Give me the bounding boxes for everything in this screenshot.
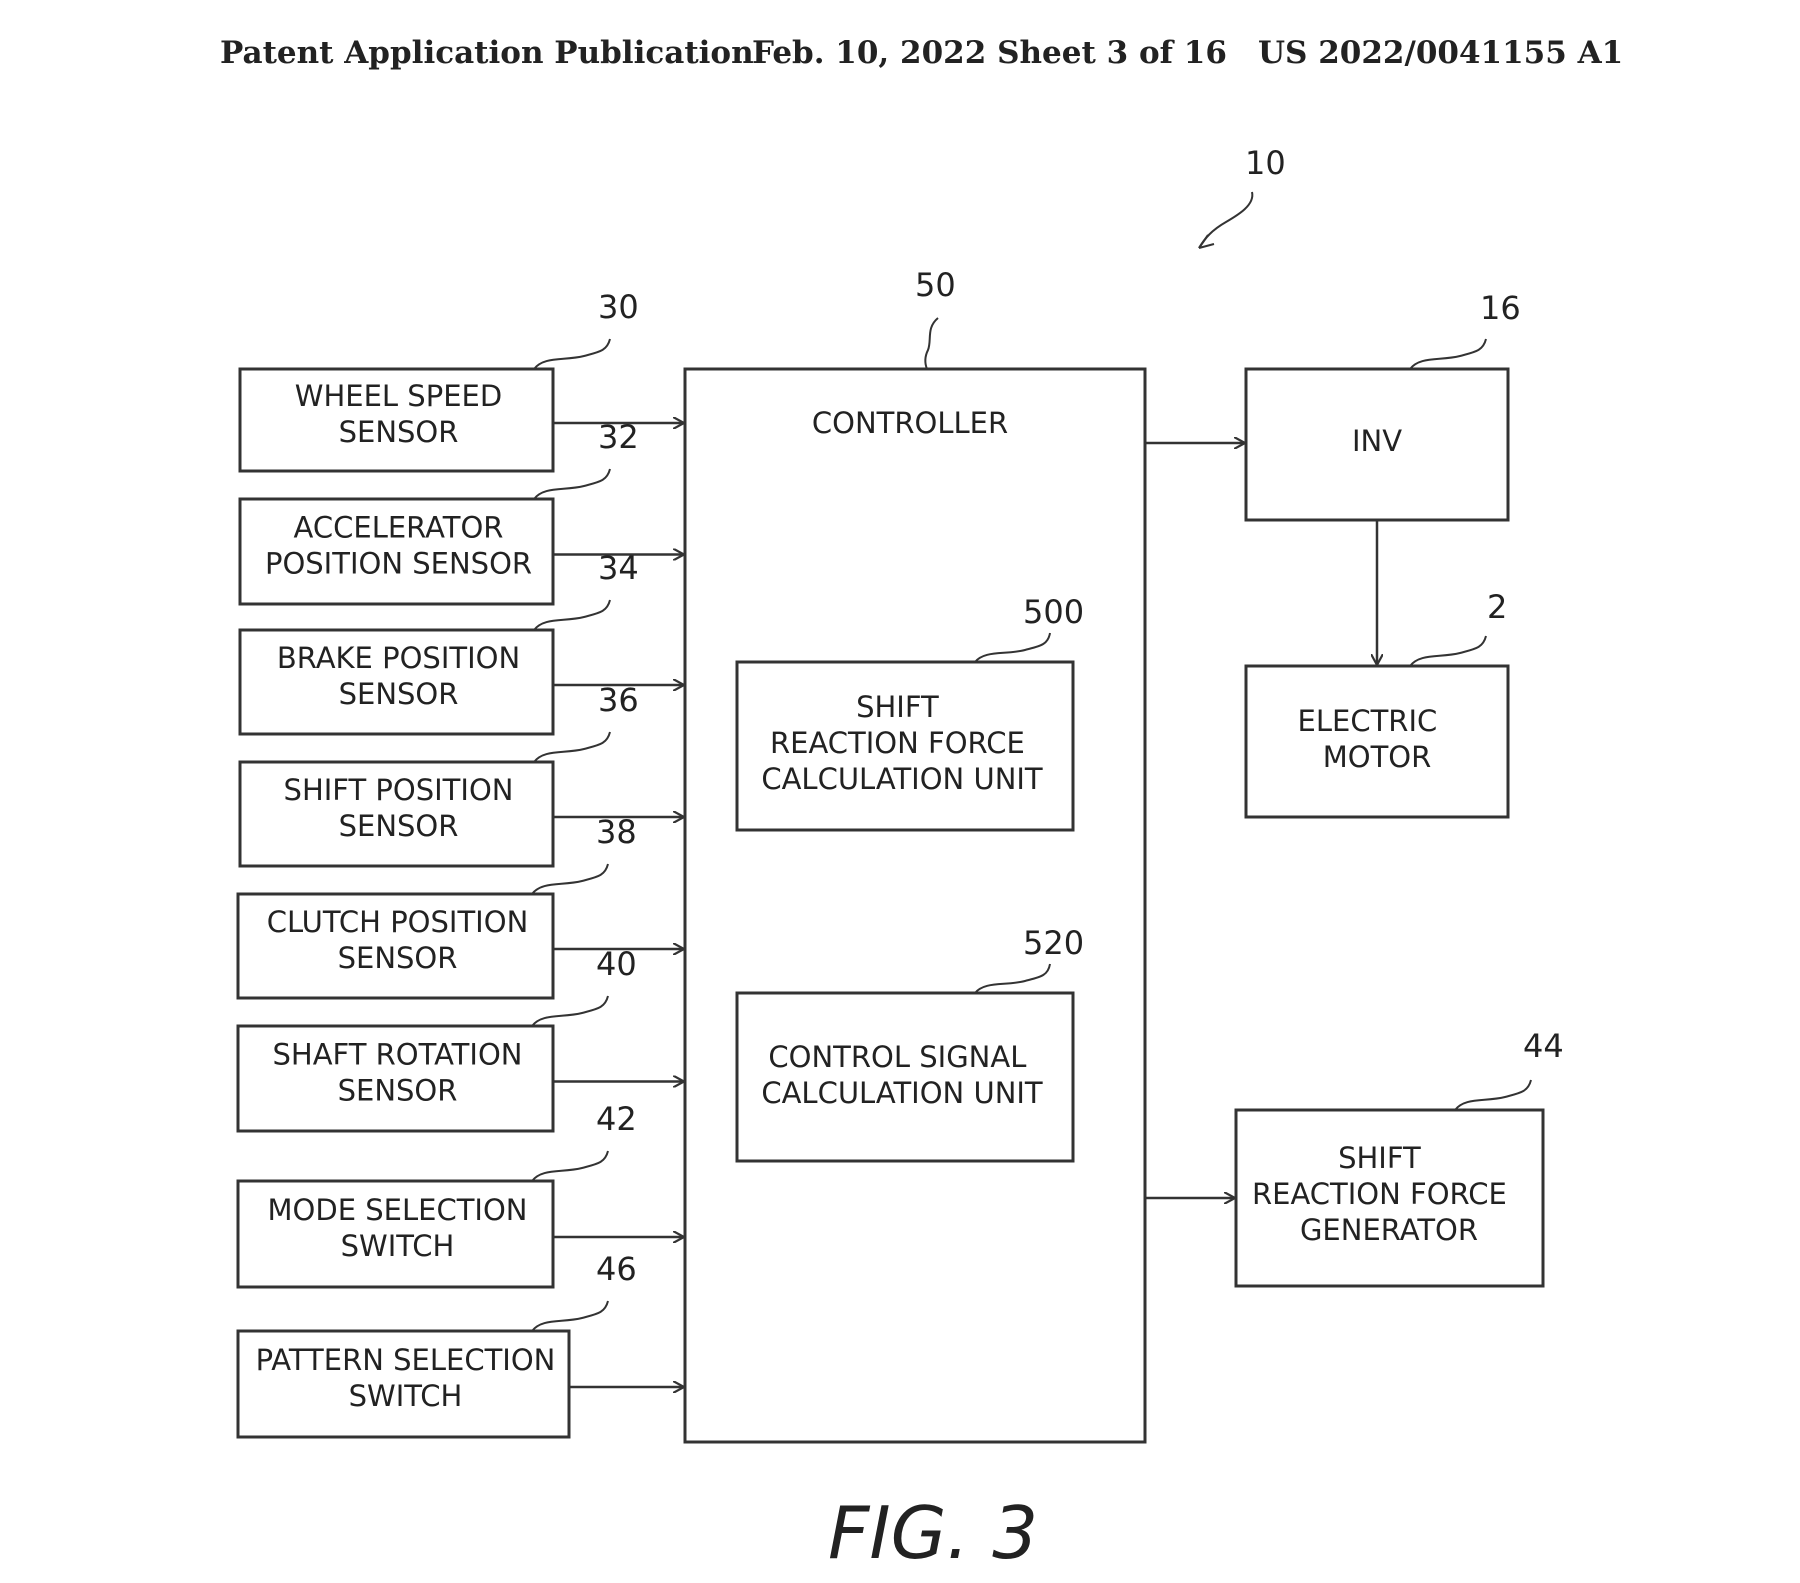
clutch-position-sensor-lead-line xyxy=(531,863,609,895)
shift-reaction-force-generator-box xyxy=(1234,1108,1545,1288)
controller-lead-line xyxy=(924,317,939,370)
control-signal-calculation-unit xyxy=(735,991,1075,1163)
unit-520-lead-line xyxy=(974,963,1051,994)
electric-motor-text: ELECTRIC MOTOR xyxy=(1298,704,1447,774)
generator-text: SHIFT REACTION FORCE GENERATOR xyxy=(1252,1141,1516,1247)
unit-520-text: CONTROL SIGNAL CALCULATION UNIT xyxy=(761,1040,1043,1110)
shaft-rotation-sensor-lead-line xyxy=(531,995,609,1027)
accelerator-position-sensor-box xyxy=(238,497,555,606)
ref-accelerator-position-sensor: 32 xyxy=(598,418,639,456)
controller-label: CONTROLLER xyxy=(812,406,1008,440)
ref-generator: 44 xyxy=(1523,1027,1564,1065)
brake-position-sensor-lead-line xyxy=(533,599,611,631)
unit-500-lead-line xyxy=(974,632,1051,663)
clutch-position-sensor-box xyxy=(236,892,555,1000)
ref-pattern-selection-switch: 46 xyxy=(596,1250,637,1288)
electric-motor-lead-line xyxy=(1409,635,1487,667)
ref-mode-selection-switch: 42 xyxy=(596,1100,637,1138)
mode-selection-switch-lead-line xyxy=(531,1150,609,1182)
inverter-lead-line xyxy=(1409,338,1487,370)
brake-position-sensor-box xyxy=(238,628,555,736)
figure-label: FIG. 3 xyxy=(828,1491,1038,1575)
mode-selection-switch-box xyxy=(236,1179,555,1289)
header-date-sheet: Feb. 10, 2022 Sheet 3 of 16 xyxy=(752,35,1227,71)
ref-controller: 50 xyxy=(915,266,956,304)
shift-reaction-force-calculation-unit xyxy=(735,660,1075,832)
ref-shaft-rotation-sensor: 40 xyxy=(596,945,637,983)
shaft-rotation-sensor-box xyxy=(236,1024,555,1133)
header-number: US 2022/0041155 A1 xyxy=(1258,35,1623,71)
shift-position-sensor-box xyxy=(238,760,555,868)
electric-motor-box xyxy=(1244,664,1510,819)
system-lead-line xyxy=(1198,191,1254,249)
ref-inverter: 16 xyxy=(1480,289,1521,327)
unit-500-text: SHIFT REACTION FORCE CALCULATION UNIT xyxy=(761,690,1043,796)
shift-position-sensor-lead-line xyxy=(533,731,611,763)
ref-brake-position-sensor: 34 xyxy=(598,549,639,587)
inverter-box xyxy=(1244,367,1510,522)
ref-clutch-position-sensor: 38 xyxy=(596,813,637,851)
inverter-label: INV xyxy=(1352,424,1402,458)
pattern-selection-switch-lead-line xyxy=(531,1300,609,1332)
wheel-speed-sensor-box xyxy=(238,367,555,473)
ref-unit-520: 520 xyxy=(1023,924,1084,962)
ref-shift-position-sensor: 36 xyxy=(598,681,639,719)
wheel-speed-sensor-lead-line xyxy=(533,338,611,370)
generator-lead-line xyxy=(1454,1079,1532,1111)
header-publication: Patent Application Publication xyxy=(220,35,754,71)
ref-electric-motor: 2 xyxy=(1487,588,1507,626)
controller-box xyxy=(683,367,1147,1444)
system-lead-arrowhead xyxy=(1198,234,1215,249)
ref-system: 10 xyxy=(1245,144,1286,182)
pattern-selection-switch-box xyxy=(236,1329,571,1439)
accelerator-position-sensor-lead-line xyxy=(533,468,611,500)
ref-unit-500: 500 xyxy=(1023,593,1084,631)
ref-wheel-speed-sensor: 30 xyxy=(598,288,639,326)
